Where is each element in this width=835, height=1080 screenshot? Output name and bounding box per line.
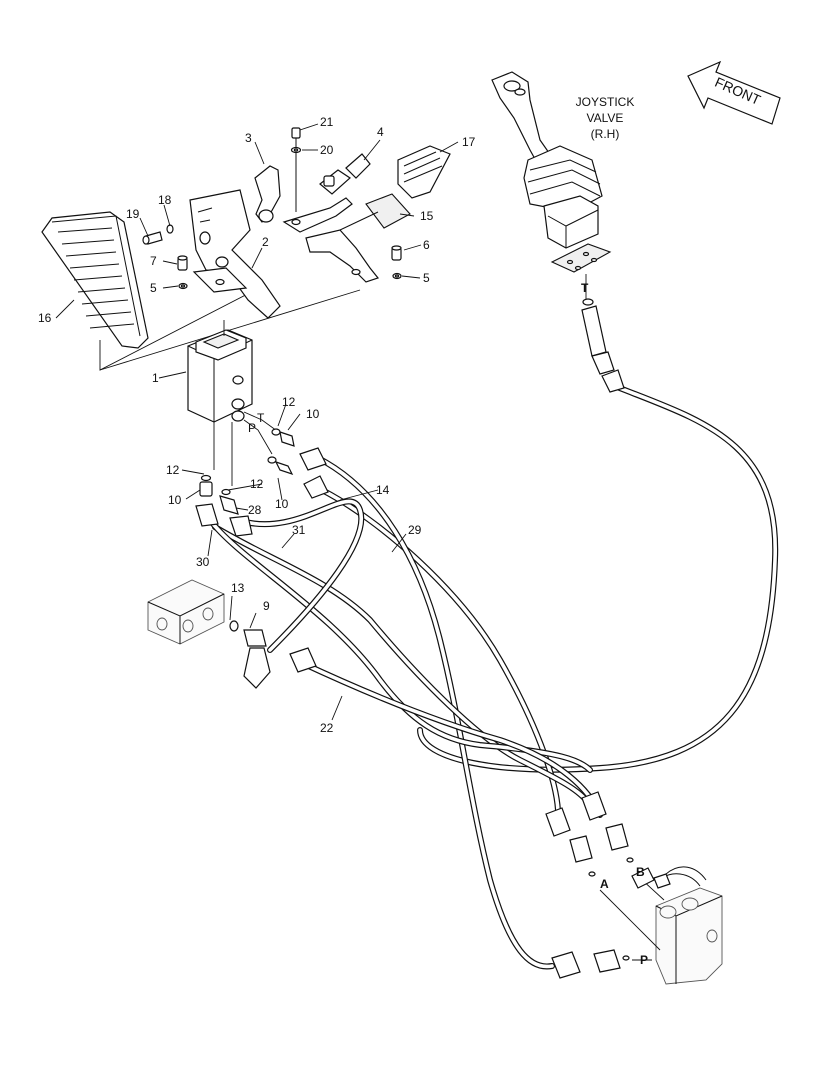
- fitting-b: [605, 823, 634, 863]
- port-p: P: [640, 953, 648, 967]
- front-arrow-icon: FRONT: [687, 60, 781, 125]
- hose-22: [297, 659, 603, 818]
- callout-10-lower: 10: [275, 497, 289, 511]
- port-t-joystick: T: [581, 281, 589, 295]
- callout-30: 30: [196, 555, 210, 569]
- callout-31: 31: [292, 523, 306, 537]
- callout-12-left: 12: [166, 463, 180, 477]
- callout-18: 18: [158, 193, 172, 207]
- washer-5-left: [178, 282, 188, 290]
- bracket-3: [254, 165, 281, 223]
- port-p-valve: P: [248, 421, 256, 435]
- fitting-10-lower: [267, 456, 294, 476]
- callout-21: 21: [320, 115, 334, 129]
- port-t-valve: T: [257, 411, 265, 425]
- connector-b: [631, 867, 671, 889]
- hose-28: [235, 498, 365, 653]
- callout-14: 14: [376, 483, 390, 497]
- hose-nut-30: [195, 503, 219, 527]
- callout-5-left: 5: [150, 281, 157, 295]
- hose-nut-31: [229, 515, 253, 537]
- control-valve: [655, 866, 723, 985]
- port-b: B: [636, 865, 645, 879]
- hose-nut-14: [299, 447, 327, 471]
- callout-7: 7: [150, 254, 157, 268]
- callout-5-right: 5: [423, 271, 430, 285]
- port-a: A: [600, 877, 609, 891]
- callout-leaders: [55, 123, 459, 721]
- callout-12-upper: 12: [282, 395, 296, 409]
- hose-nut-a: [545, 807, 571, 837]
- callout-16: 16: [38, 311, 52, 325]
- callout-15: 15: [420, 209, 434, 223]
- title-line-3: (R.H): [591, 127, 620, 141]
- joystick-t-fitting: [581, 305, 615, 375]
- hose-nut-p: [551, 951, 581, 979]
- washer-5-right: [392, 272, 402, 280]
- joystick-t-oring: [582, 298, 594, 306]
- hose-nut-b: [581, 791, 607, 821]
- callout-10-upper: 10: [306, 407, 320, 421]
- hose-nut-joystick: [601, 369, 625, 393]
- callout-2: 2: [262, 235, 269, 249]
- switch-4: [319, 153, 371, 195]
- callout-12-lower: 12: [250, 477, 264, 491]
- callout-4: 4: [377, 125, 384, 139]
- o-ring-13: [229, 620, 239, 632]
- pedal-17: [397, 145, 451, 199]
- callout-1: 1: [152, 371, 159, 385]
- joystick-title: JOYSTICK VALVE (R.H): [576, 95, 635, 141]
- callout-3: 3: [245, 131, 252, 145]
- fitting-10-upper: [271, 428, 295, 447]
- washer-18: [166, 224, 174, 234]
- title-line-1: JOYSTICK: [576, 95, 635, 109]
- hose-29: [315, 455, 555, 970]
- port-letters: T P T A B P: [248, 281, 648, 967]
- fitting-a: [569, 835, 596, 877]
- hose-31: [212, 524, 593, 808]
- pedal-arm-15: [305, 211, 380, 283]
- pedal-16: [41, 211, 149, 349]
- fitting-p: [593, 949, 630, 973]
- washer-20: [290, 146, 302, 154]
- bolt-19: [142, 231, 163, 245]
- fitting-10-bottom: [199, 474, 213, 497]
- callout-10-left: 10: [168, 493, 182, 507]
- callout-20: 20: [320, 143, 334, 157]
- hose-nut-22: [289, 647, 317, 673]
- callout-28: 28: [248, 503, 262, 517]
- screw-6: [391, 245, 402, 261]
- bolt-21: [291, 127, 301, 212]
- bracket-2: [189, 189, 281, 319]
- callout-22: 22: [320, 721, 334, 735]
- screw-7: [177, 255, 188, 271]
- callout-19: 19: [126, 207, 140, 221]
- fitting-28: [219, 488, 239, 515]
- callout-6: 6: [423, 238, 430, 252]
- block-13: [147, 579, 225, 645]
- fitting-9: [243, 629, 271, 689]
- callout-13: 13: [231, 581, 245, 595]
- callout-29: 29: [408, 523, 422, 537]
- hose-14: [319, 487, 562, 823]
- callout-9: 9: [263, 599, 270, 613]
- joystick-gasket: [550, 243, 612, 273]
- callouts: 1 2 3 4 5 5 6 7 9 10 10 10 12 12 12 13 1…: [38, 115, 476, 735]
- mount-plate: [192, 267, 248, 293]
- bracket-4: [282, 197, 353, 233]
- valve-1: [187, 329, 253, 423]
- title-line-2: VALVE: [587, 111, 624, 125]
- hose-nut-29: [303, 475, 329, 499]
- hose-joystick-return: [417, 382, 779, 773]
- callout-17: 17: [462, 135, 476, 149]
- joystick-body: [543, 195, 599, 249]
- pad-15: [365, 193, 411, 229]
